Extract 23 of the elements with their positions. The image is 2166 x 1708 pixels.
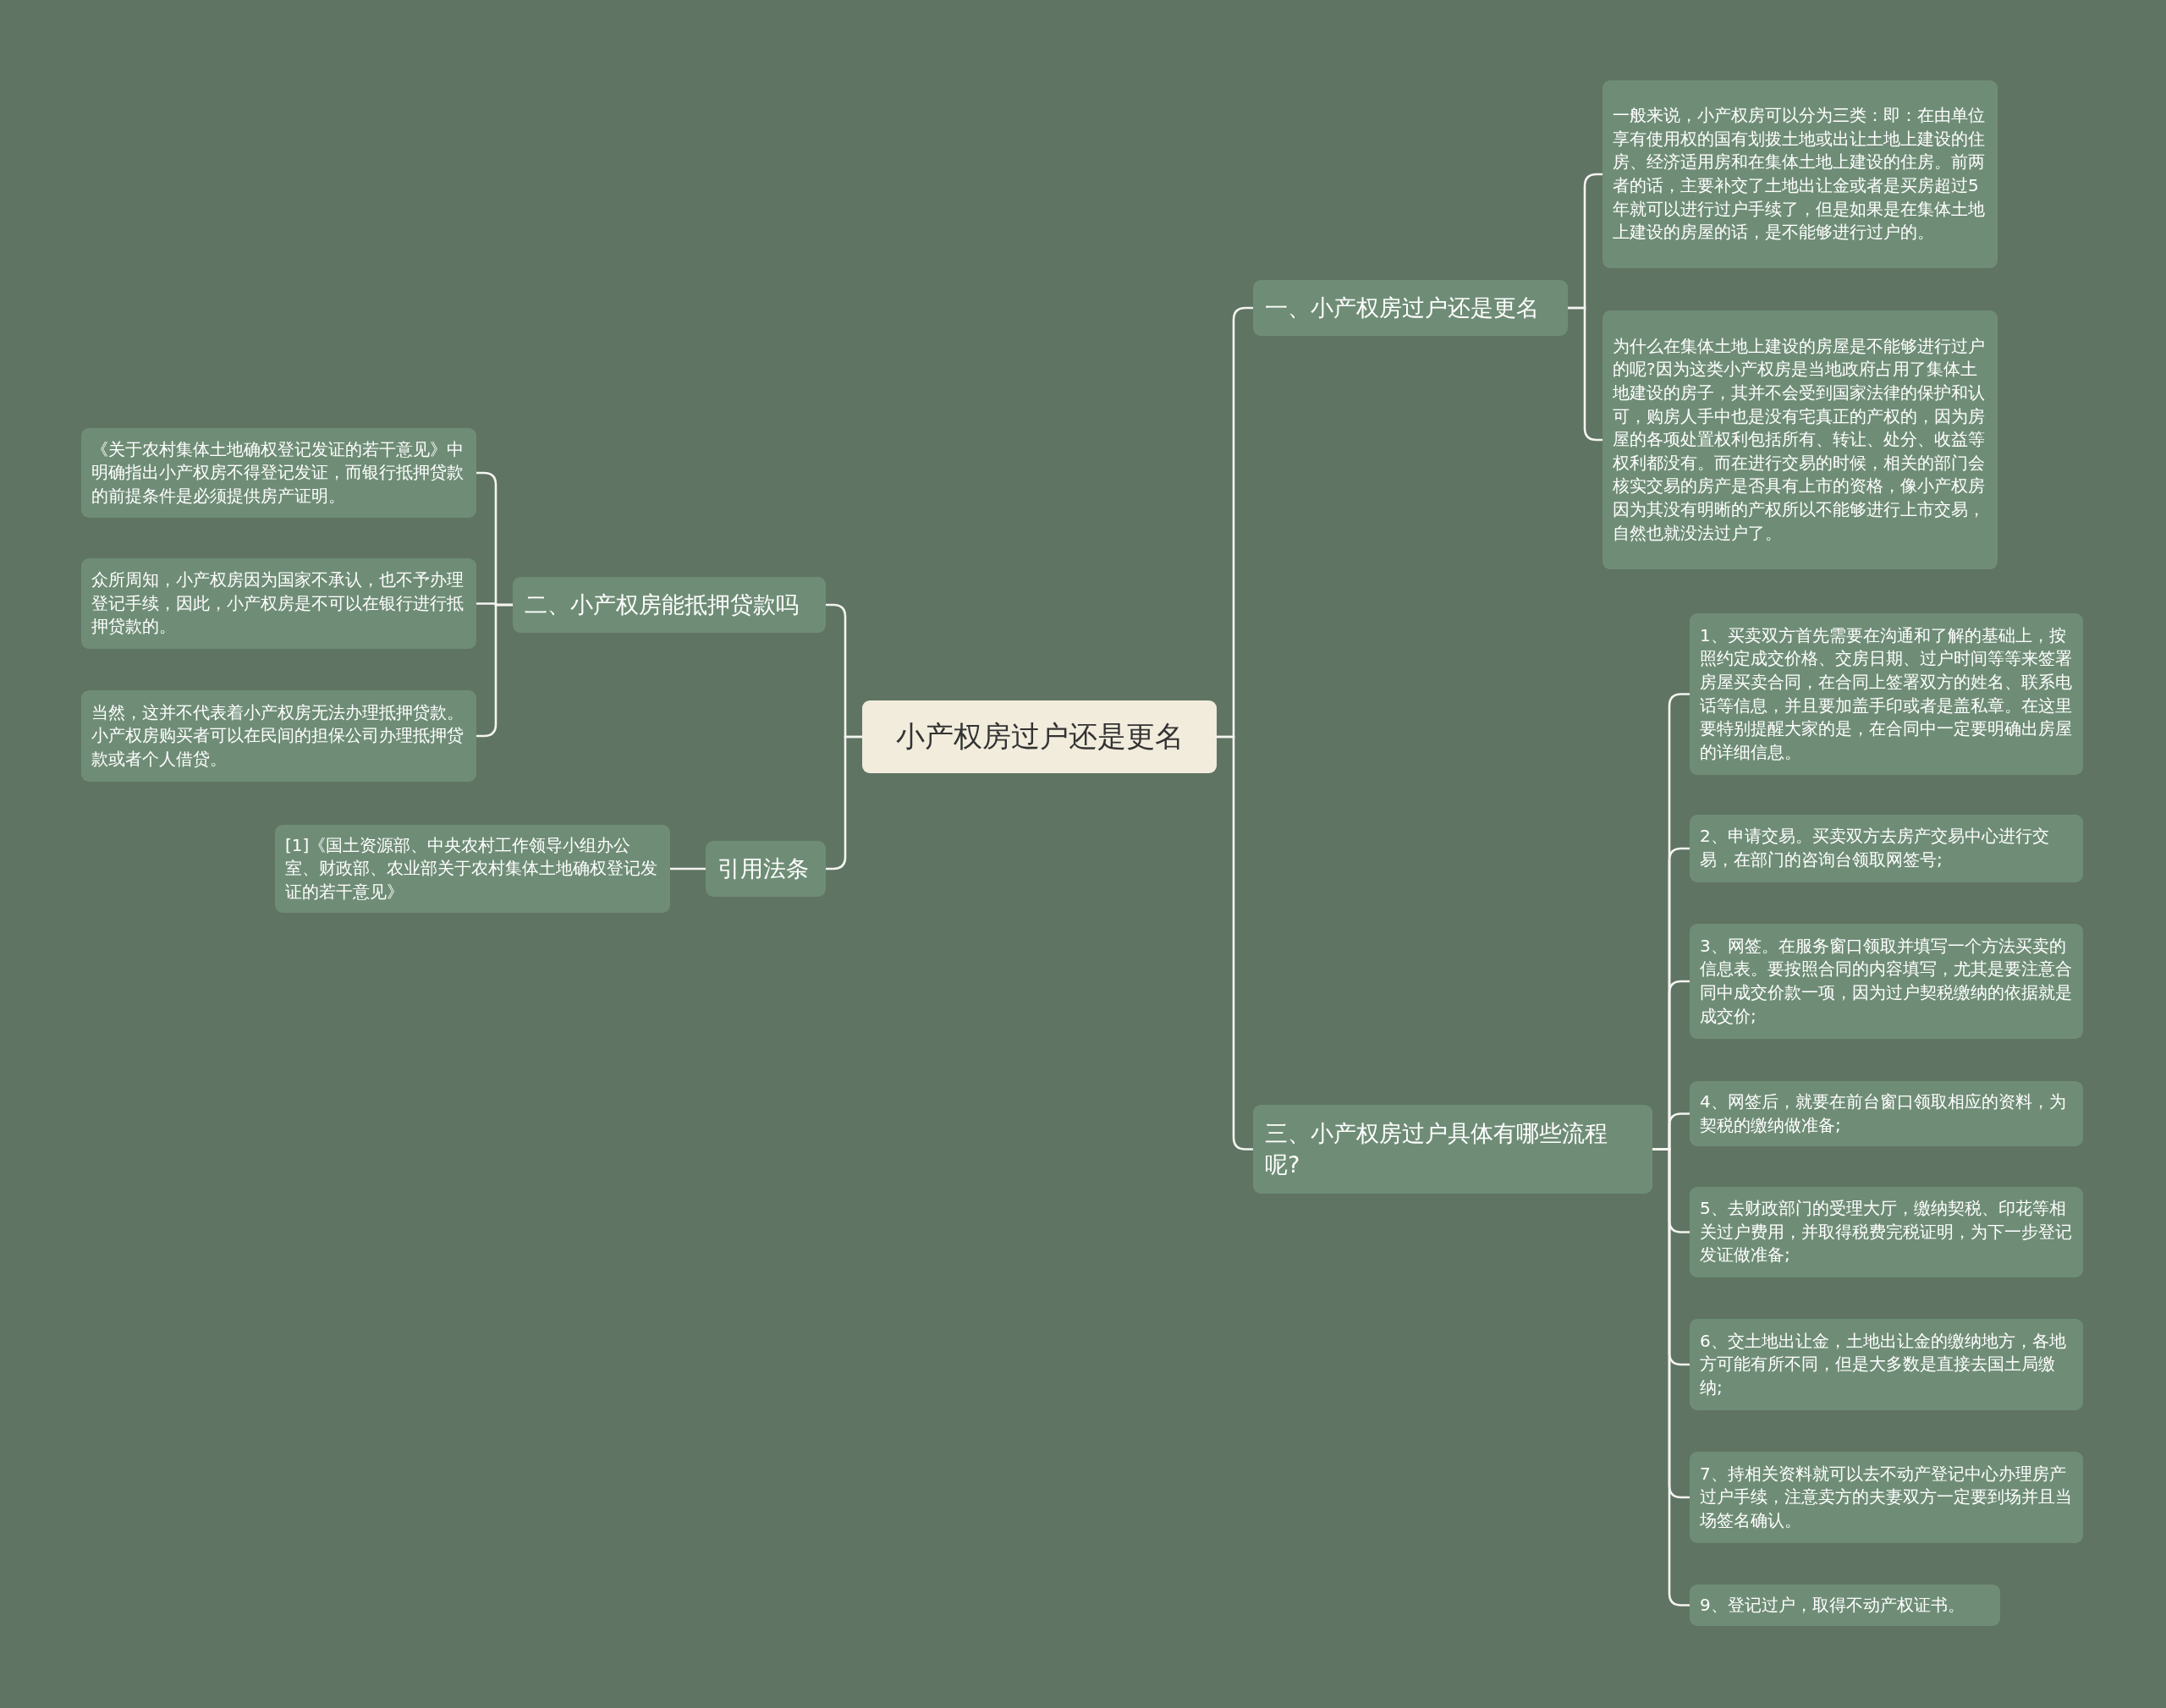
text-card: 5、去财政部门的受理大厅，缴纳契税、印花等相关过户费用，并取得税费完税证明，为下一步登记发证做准备; (1690, 1187, 2083, 1277)
text-card: 一般来说，小产权房可以分为三类：即：在由单位享有使用权的国有划拨土地或出让土地上建设的住房、经济适用房和在集体土地上建设的住房。前两者的话，主要补交了土地出让金或者是买房超过5年就可以进行过户手续了，但是如果是在集体土地上建设的房屋的话，是不能够进行过户的。 (1603, 80, 1998, 268)
text-card: 当然，这并不代表着小产权房无法办理抵押贷款。小产权房购买者可以在民间的担保公司办理抵押贷款或者个人借贷。 (81, 690, 476, 782)
branch-topic: 引用法条 (706, 841, 826, 897)
branch-topic: 三、小产权房过户具体有哪些流程呢? (1253, 1105, 1652, 1194)
text-card: 2、申请交易。买卖双方去房产交易中心进行交易，在部门的咨询台领取网签号; (1690, 815, 2083, 882)
text-card: 7、持相关资料就可以去不动产登记中心办理房产过户手续，注意卖方的夫妻双方一定要到场并且当场签名确认。 (1690, 1452, 2083, 1543)
text-card: [1]《国土资源部、中央农村工作领导小组办公室、财政部、农业部关于农村集体土地确权登记发证的若干意见》 (275, 825, 670, 913)
branch-topic: 一、小产权房过户还是更名 (1253, 280, 1568, 336)
text-card: 众所周知，小产权房因为国家不承认，也不予办理登记手续，因此，小产权房是不可以在银行进行抵押贷款的。 (81, 558, 476, 649)
text-card: 4、网签后，就要在前台窗口领取相应的资料，为契税的缴纳做准备; (1690, 1081, 2083, 1146)
connector-line (670, 867, 706, 870)
text-card: 1、买卖双方首先需要在沟通和了解的基础上，按照约定成交价格、交房日期、过户时间等等来签署房屋买卖合同，在合同上签署双方的姓名、联系电话等信息，并且要加盖手印或者是盖私章。在这里要特别提醒大家的是，在合同中一定要明确出房屋的详细信息。 (1690, 613, 2083, 775)
text-card: 3、网签。在服务窗口领取并填写一个方法买卖的信息表。要按照合同的内容填写，尤其是要注意合同中成交价款一项，因为过户契税缴纳的依据就是成交价; (1690, 924, 2083, 1039)
text-card: 9、登记过户，取得不动产权证书。 (1690, 1584, 2000, 1626)
text-card: 《关于农村集体土地确权登记发证的若干意见》中明确指出小产权房不得登记发证，而银行抵押贷款的前提条件是必须提供房产证明。 (81, 428, 476, 518)
connector-line (826, 735, 862, 870)
connector-line (1568, 306, 1603, 442)
text-card: 6、交土地出让金，土地出让金的缴纳地方，各地方可能有所不同，但是大多数是直接去国土局缴纳; (1690, 1319, 2083, 1410)
central-topic: 小产权房过户还是更名 (862, 700, 1217, 773)
branch-topic: 二、小产权房能抵押贷款吗 (513, 577, 826, 633)
connector-line (476, 603, 513, 738)
text-card: 为什么在集体土地上建设的房屋是不能够进行过户的呢?因为这类小产权房是当地政府占用了集体土地建设的房子，其并不会受到国家法律的保护和认可，购房人手中也是没有宅真正的产权的，因为房屋的各项处置权利包括所有、转让、处分、收益等权利都没有。而在进行交易的时候，相关的部门会核实交易的房产是否具有上市的资格，像小产权房因为其没有明晰的产权所以不能够进行上市交易，自然也就没法过户了。 (1603, 310, 1998, 569)
